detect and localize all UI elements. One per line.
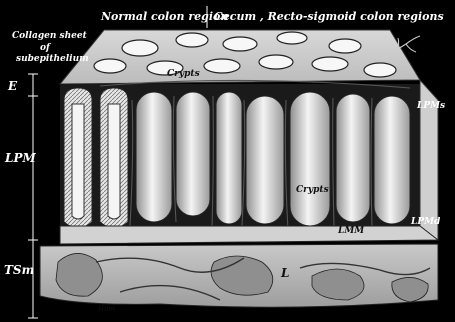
label-collagen-of: of — [40, 44, 50, 53]
label-crypts-middle: Crypts — [296, 186, 329, 195]
label-collagen-sheet: Collagen sheet — [12, 32, 87, 41]
label-lpms: LPMs — [417, 102, 445, 111]
label-lymphoid: L — [281, 267, 289, 279]
label-lmm: LMM — [338, 227, 364, 236]
label-epithelium: E — [8, 80, 17, 92]
artist-signature: Hom — [98, 306, 115, 313]
label-submucosa: TSm — [4, 264, 34, 276]
crypt-tubes — [136, 92, 410, 226]
layer-scale-bar — [28, 74, 38, 318]
header-cecum-rectosigmoid: Cecum , Recto-sigmoid colon regions — [214, 11, 444, 22]
label-lpmd: LPMd — [411, 218, 440, 227]
muscularis-mucosae — [60, 226, 438, 244]
header-normal-colon: Normal colon region — [101, 11, 228, 22]
label-lpm: LPM — [5, 152, 36, 164]
label-subepithelium: subepithelium — [16, 55, 89, 64]
label-crypts-top: Crypts — [167, 70, 200, 79]
